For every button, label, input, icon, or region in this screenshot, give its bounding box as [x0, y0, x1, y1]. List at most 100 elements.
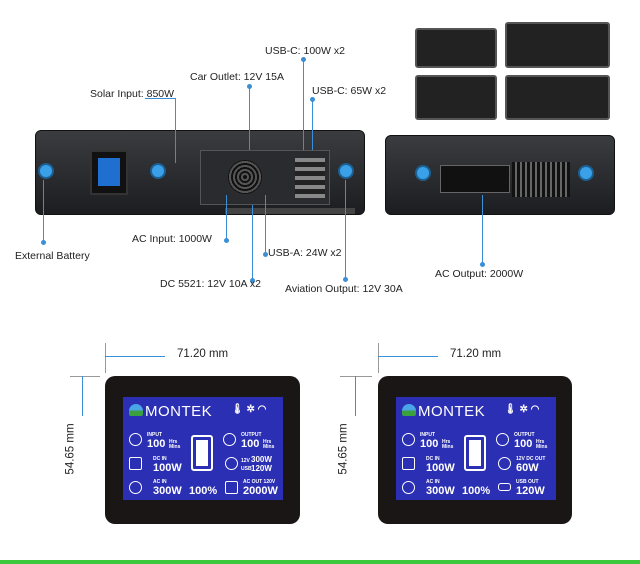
battery-icon — [464, 435, 486, 471]
callout-line — [43, 180, 44, 242]
outlet-panel-au — [505, 75, 610, 120]
car-port-icon — [225, 457, 238, 470]
screen-readout: 60W — [516, 462, 539, 474]
callout-line — [480, 262, 485, 267]
lcd-screen-right: MONTEK 🌡 ✲ ◠ INPUT 100 Hrs Mins DC IN 10… — [396, 397, 556, 500]
battery-icon — [191, 435, 213, 471]
callout-line — [252, 205, 253, 280]
clock-icon — [496, 433, 509, 446]
battery-percent: 100% — [189, 485, 218, 497]
callout-usb-a: USB-A: 24W x2 — [268, 247, 342, 259]
status-icons: 🌡 ✲ ◠ — [231, 404, 267, 415]
outlet-panel-eu — [505, 22, 610, 68]
callout-line — [41, 240, 46, 245]
screen-readout: AC IN — [153, 479, 167, 485]
callout-line — [263, 252, 268, 257]
callout-line — [301, 57, 306, 62]
ac-outlet-strip — [440, 165, 510, 193]
external-battery-port — [150, 163, 166, 179]
width-dimension-left: 71.20 mm — [177, 348, 229, 360]
callout-solar-input: Solar Input: 850W — [90, 88, 175, 100]
ac-outlet-icon — [225, 481, 238, 494]
callout-line — [312, 100, 313, 150]
callout-usbc-65w: USB-C: 65W x2 — [312, 85, 387, 97]
callout-line — [340, 376, 372, 377]
screen-readout: USB OUT — [516, 479, 539, 485]
aviation-port — [338, 163, 354, 179]
dc-port-icon — [498, 457, 511, 470]
screen-readout: INPUT — [420, 432, 435, 438]
callout-line — [224, 238, 229, 243]
brand-name: MONTEK — [145, 403, 213, 420]
callout-line — [70, 376, 100, 377]
callout-line — [247, 84, 252, 89]
bottom-accent-bar — [0, 560, 640, 564]
usb-icon — [498, 483, 511, 491]
screen-readout: OUTPUT — [514, 432, 535, 438]
screen-readout: AC OUT 120V — [243, 479, 276, 485]
callout-external-battery: External Battery — [15, 250, 90, 262]
screen-readout: Hrs Mins — [169, 439, 181, 450]
callout-aviation: Aviation Output: 12V 30A — [285, 283, 403, 295]
lcd-screen-left: MONTEK 🌡 ✲ ◠ INPUT 100 Hrs Mins DC IN 10… — [123, 397, 283, 500]
screen-readout: 300W — [426, 485, 455, 497]
clock-icon — [223, 433, 236, 446]
width-dimension-right: 71.20 mm — [450, 348, 502, 360]
screen-readout: 100W — [426, 462, 455, 474]
plug-icon — [402, 481, 415, 494]
callout-line — [310, 97, 315, 102]
callout-ac-output: AC Output: 2000W — [435, 268, 524, 280]
callout-line — [105, 356, 165, 357]
plug-icon — [129, 481, 142, 494]
solar-icon — [129, 457, 142, 470]
screen-readout: DC IN — [153, 456, 167, 462]
outlet-panel-us — [415, 28, 497, 68]
callout-line — [250, 278, 255, 283]
callout-line — [175, 98, 176, 163]
screen-readout: 2000W — [243, 485, 278, 497]
height-dimension-left: 54.65 mm — [64, 423, 77, 475]
solar-icon — [402, 457, 415, 470]
screen-readout: Hrs Mins — [442, 439, 454, 450]
front-display — [90, 150, 128, 195]
screen-readout: AC IN — [426, 479, 440, 485]
callout-line — [82, 376, 83, 416]
status-icons: 🌡 ✲ ◠ — [504, 404, 540, 415]
montek-logo-icon — [402, 404, 416, 416]
callout-line — [265, 195, 266, 255]
callout-line — [249, 87, 250, 150]
screen-readout: 300W — [251, 455, 272, 464]
usb-ports — [295, 158, 325, 198]
screen-readout: Hrs Mins — [536, 439, 548, 450]
callout-line — [378, 343, 379, 373]
screen-readout: Hrs Mins — [263, 439, 275, 450]
callout-line — [343, 277, 348, 282]
screen-readout: 100 — [241, 438, 260, 450]
ac-power-button — [578, 165, 594, 181]
solar-input-port — [38, 163, 54, 179]
battery-percent: 100% — [462, 485, 491, 497]
outlet-panel-uk — [415, 75, 497, 120]
screen-readout: 100W — [153, 462, 182, 474]
clock-icon — [129, 433, 142, 446]
screen-readout: USB — [241, 466, 252, 472]
screen-readout: DC IN — [426, 456, 440, 462]
callout-line — [482, 195, 483, 265]
callout-line — [145, 98, 175, 99]
screen-readout: 100 — [420, 438, 439, 450]
callout-line — [303, 60, 304, 150]
callout-dc5521: DC 5521: 12V 10A x2 — [160, 278, 261, 290]
screen-readout: 100 — [147, 438, 166, 450]
ac-out-button — [415, 165, 431, 181]
screen-readout: 12V DC OUT — [516, 456, 546, 462]
handle-bar — [225, 208, 355, 214]
callout-ac-input: AC Input: 1000W — [132, 233, 212, 245]
rear-fan — [512, 162, 570, 197]
screen-readout: 12V — [241, 458, 250, 464]
montek-logo-icon — [129, 404, 143, 416]
screen-readout: 300W — [153, 485, 182, 497]
screen-readout: 100 — [514, 438, 533, 450]
screen-readout: 120W — [516, 485, 545, 497]
callout-line — [345, 180, 346, 280]
height-dimension-right: 54.65 mm — [337, 423, 350, 475]
